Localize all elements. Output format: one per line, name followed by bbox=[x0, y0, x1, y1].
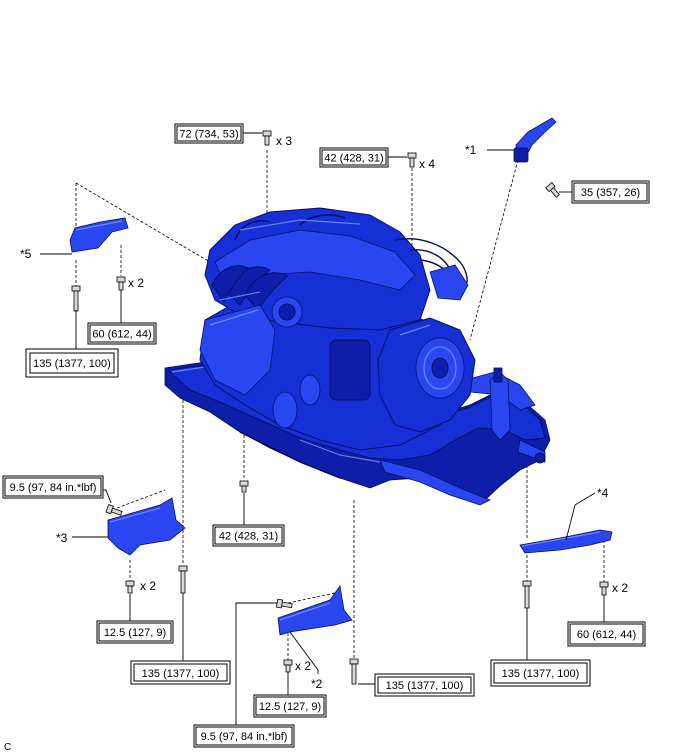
bolt-icon bbox=[116, 276, 126, 291]
bolt-icon bbox=[125, 580, 135, 594]
torque-label: 9.5 (97, 84 in.*lbf) bbox=[10, 482, 97, 494]
bolt-icon bbox=[178, 565, 188, 594]
bolt-icon bbox=[262, 130, 272, 146]
torque-label: 12.5 (127, 9) bbox=[259, 701, 321, 713]
callout-label: *2 bbox=[311, 677, 323, 691]
engine-and-subframe bbox=[164, 207, 551, 506]
torque-label: 135 (1377, 100) bbox=[142, 668, 220, 680]
quantity-label: x 2 bbox=[128, 276, 144, 290]
bolt-icon bbox=[349, 658, 359, 685]
callout-label: *3 bbox=[56, 531, 68, 545]
torque-spec-72: 72 (734, 53) bbox=[174, 123, 244, 144]
engine-mount-bracket-upper bbox=[513, 117, 557, 163]
torque-label: 135 (1377, 100) bbox=[386, 680, 464, 692]
torque-label: 35 (357, 26) bbox=[581, 187, 640, 199]
bracket-part-3 bbox=[107, 497, 186, 556]
bolt-icon bbox=[239, 480, 249, 493]
torque-spec-42-bottom: 42 (428, 31) bbox=[212, 524, 285, 547]
bolts bbox=[71, 130, 609, 685]
callout-label: *4 bbox=[597, 486, 609, 500]
bolt-icon bbox=[105, 504, 123, 516]
bracket-part-4 bbox=[519, 529, 613, 554]
figure-code: C bbox=[4, 742, 11, 753]
torque-label: 135 (1377, 100) bbox=[33, 358, 111, 370]
torque-label: 42 (428, 31) bbox=[324, 153, 383, 165]
torque-spec-42-top: 42 (428, 31) bbox=[319, 147, 389, 168]
torque-label: 12.5 (127, 9) bbox=[104, 627, 166, 639]
quantity-label: x 2 bbox=[140, 579, 156, 593]
torque-spec-9-5-left: 9.5 (97, 84 in.*lbf) bbox=[2, 475, 104, 499]
bolt-icon bbox=[407, 152, 417, 168]
torque-spec-12-5-center: 12.5 (127, 9) bbox=[253, 694, 327, 718]
torque-spec-12-5-left: 12.5 (127, 9) bbox=[96, 620, 174, 644]
bolt-icon bbox=[599, 581, 609, 596]
callout-label: *5 bbox=[20, 247, 32, 261]
bolt-icon bbox=[275, 598, 293, 609]
quantity-label: x 2 bbox=[295, 659, 311, 673]
torque-spec-135-center: 135 (1377, 100) bbox=[374, 673, 475, 697]
torque-spec-135-mid: 135 (1377, 100) bbox=[130, 660, 231, 685]
torque-spec-35: 35 (357, 26) bbox=[571, 180, 650, 204]
torque-label: 42 (428, 31) bbox=[219, 531, 278, 543]
torque-label: 60 (612, 44) bbox=[92, 329, 151, 341]
bolt-icon bbox=[283, 659, 293, 673]
torque-spec-60-right: 60 (612, 44) bbox=[567, 621, 646, 647]
bracket-part-2 bbox=[277, 584, 353, 636]
quantity-label: x 4 bbox=[419, 157, 435, 171]
bolt-icon bbox=[545, 182, 560, 198]
bolt-icon bbox=[522, 580, 532, 609]
torque-label: 60 (612, 44) bbox=[577, 629, 636, 641]
torque-label: 72 (734, 53) bbox=[179, 129, 238, 141]
bolt-icon bbox=[71, 285, 81, 312]
torque-spec-60-left: 60 (612, 44) bbox=[87, 322, 157, 345]
quantity-label: x 3 bbox=[276, 134, 292, 148]
callout-label: *1 bbox=[465, 143, 477, 157]
quantity-label: x 2 bbox=[612, 581, 628, 595]
torque-label: 9.5 (97, 84 in.*lbf) bbox=[201, 731, 288, 743]
torque-spec-135-left: 135 (1377, 100) bbox=[25, 348, 119, 378]
torque-spec-9-5-bottom: 9.5 (97, 84 in.*lbf) bbox=[193, 724, 295, 748]
bracket-part-5 bbox=[69, 217, 129, 253]
torque-label: 135 (1377, 100) bbox=[502, 668, 580, 680]
torque-spec-135-right: 135 (1377, 100) bbox=[490, 659, 591, 687]
